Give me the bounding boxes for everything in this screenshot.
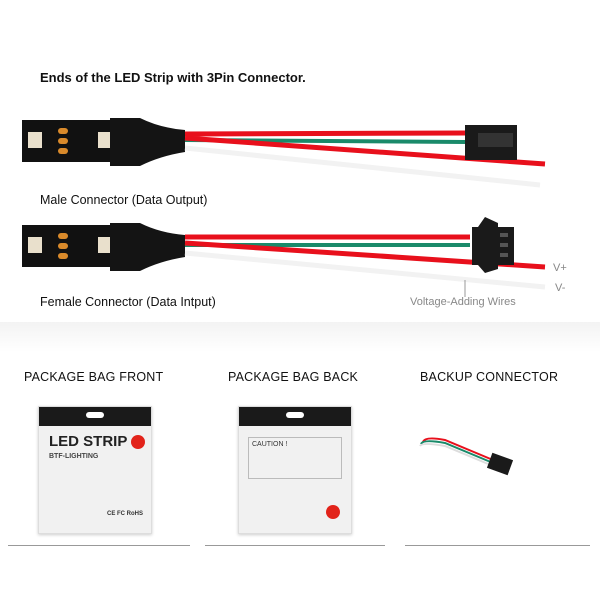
package-bag-back: CAUTION ! [238, 406, 352, 534]
backup-connector-image [419, 437, 514, 476]
bag-front-brand: BTF-LIGHTING [49, 453, 99, 460]
v-plus-label: V+ [553, 262, 567, 274]
male-connector-label: Male Connector (Data Output) [40, 193, 208, 207]
divider-back [205, 545, 385, 546]
bag-front-certs: CE FC RoHS [107, 511, 143, 517]
v-minus-label: V- [555, 282, 566, 294]
section-package-front: PACKAGE BAG FRONT [24, 370, 164, 384]
brand-seal-icon [326, 505, 340, 519]
section-backup-connector: BACKUP CONNECTOR [420, 370, 559, 384]
section-package-back: PACKAGE BAG BACK [228, 370, 359, 384]
female-connector-label: Female Connector (Data Intput) [40, 295, 216, 309]
male-connector-strip [22, 118, 546, 188]
strip-illustration [22, 118, 546, 297]
package-bag-front: LED STRIP BTF-LIGHTING CE FC RoHS [38, 406, 152, 534]
bag-back-caution: CAUTION ! [252, 441, 288, 448]
section-divider-band [0, 322, 600, 352]
bag-front-title: LED STRIP [49, 433, 128, 450]
divider-front [8, 545, 190, 546]
female-connector-strip [22, 217, 546, 297]
page-title: Ends of the LED Strip with 3Pin Connecto… [40, 70, 306, 85]
voltage-wires-label: Voltage-Adding Wires [410, 296, 516, 308]
divider-backup [405, 545, 590, 546]
caution-box: CAUTION ! [248, 437, 342, 479]
brand-seal-icon [131, 435, 145, 449]
